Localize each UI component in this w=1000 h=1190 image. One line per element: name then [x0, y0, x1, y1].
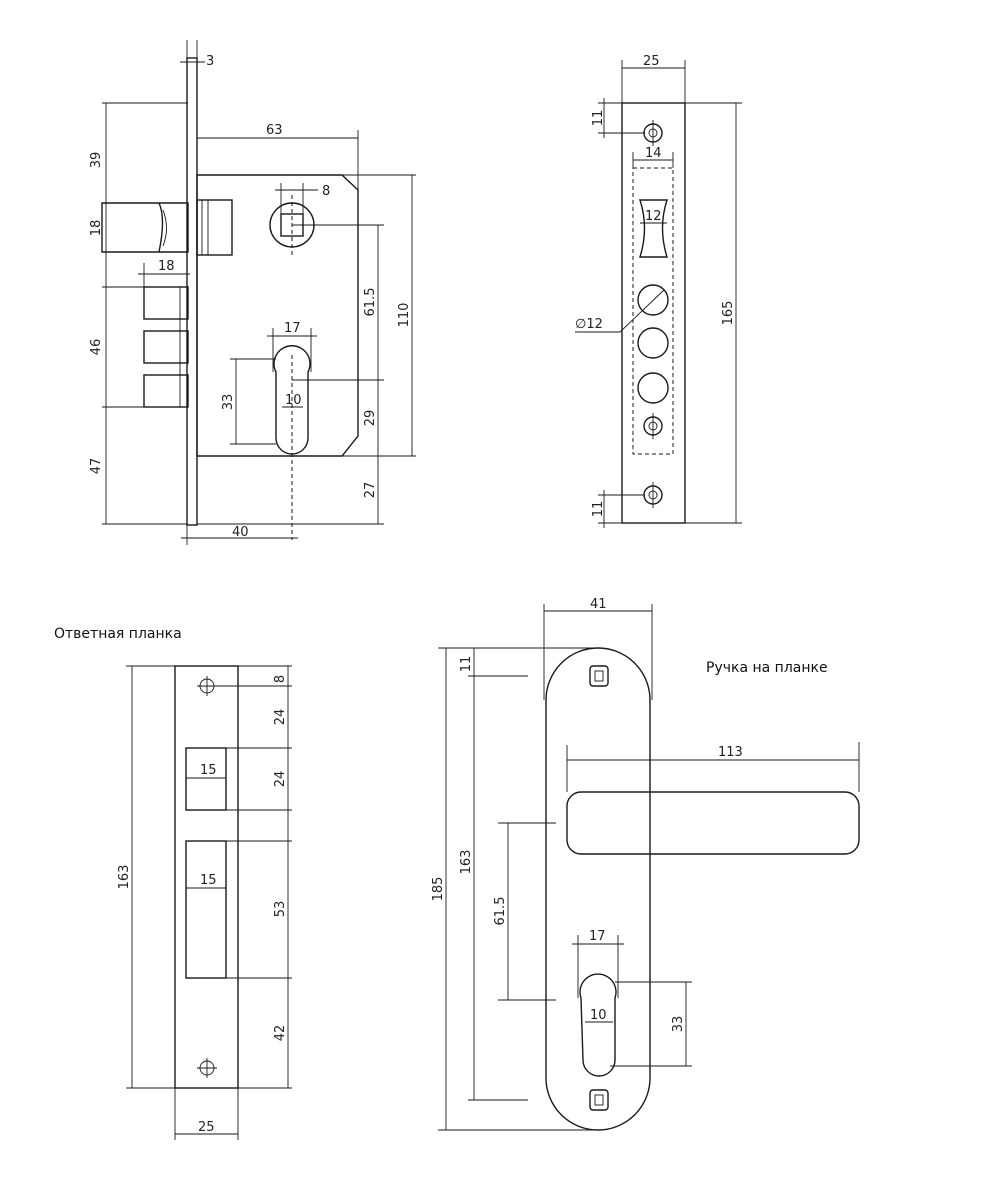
strike-dimensions: 8 24 24 53 42 15 15 163 25 [117, 665, 292, 1140]
lock-body-view [101, 57, 359, 540]
faceplate-outline [621, 102, 686, 524]
handle-lever [566, 791, 860, 855]
latch-housing-inner [201, 199, 209, 256]
dim-11-top: 11 [591, 110, 606, 127]
strike-outline [174, 665, 239, 1089]
dim-47: 47 [89, 458, 104, 475]
bolt-hole-2 [637, 327, 669, 359]
dim-41: 41 [590, 597, 607, 612]
dim-15-bottom: 15 [200, 873, 217, 888]
dim-165: 165 [721, 301, 736, 326]
latch-bolt-body [159, 202, 189, 253]
dim-8: 8 [322, 184, 330, 199]
dim-15-top: 15 [200, 763, 217, 778]
faceplate-view [621, 102, 686, 524]
dim-11-bottom: 11 [591, 501, 606, 518]
dim-24-bottom: 24 [273, 771, 288, 788]
dim-53: 53 [273, 901, 288, 918]
dim-39: 39 [89, 152, 104, 169]
dim-24-top: 24 [273, 709, 288, 726]
dim-27: 27 [363, 482, 378, 499]
dim-17: 17 [284, 321, 301, 336]
dim-17: 17 [589, 929, 606, 944]
dim-42: 42 [273, 1025, 288, 1042]
handle-title: Ручка на планке [706, 660, 828, 676]
dim-25: 25 [198, 1120, 215, 1135]
handle-screw-bottom [589, 1089, 609, 1111]
dim-12: 12 [645, 209, 662, 224]
handle-cylinder-hole [579, 973, 617, 1077]
dim-3: 3 [206, 54, 214, 69]
dim-diameter-12: ∅12 [575, 317, 603, 332]
dim-29: 29 [363, 410, 378, 427]
faceplate-cutout [632, 167, 674, 455]
dim-33: 33 [671, 1016, 686, 1033]
latch-bolt [101, 202, 164, 253]
dim-163: 163 [459, 850, 474, 875]
dim-14: 14 [645, 146, 662, 161]
lock-case [196, 174, 359, 457]
dim-11: 11 [459, 656, 474, 673]
latch-opening [639, 199, 668, 258]
lock-dimensions: 3 63 8 39 18 46 47 18 61.5 110 [89, 40, 416, 545]
dim-185: 185 [431, 877, 446, 902]
dim-163: 163 [117, 865, 132, 890]
dim-63: 63 [266, 123, 283, 138]
handle-screw-top [589, 665, 609, 687]
deadbolt-2 [143, 330, 189, 364]
dim-8: 8 [273, 675, 288, 683]
cylinder-hole [273, 345, 311, 455]
dim-61-5: 61.5 [493, 897, 508, 926]
bolt-hole-3 [637, 372, 669, 404]
strike-plate-view [174, 665, 239, 1089]
dim-46: 46 [89, 339, 104, 356]
handle-dimensions: 41 113 185 11 163 61.5 17 10 [431, 597, 860, 1131]
bolt-hole-1 [637, 284, 669, 316]
latch-curve [162, 209, 167, 247]
deadbolt-1 [143, 286, 189, 320]
dim-61-5: 61.5 [363, 288, 378, 317]
handle-plate [545, 647, 651, 1131]
strike-latch-slot [185, 747, 227, 811]
deadbolt-3 [143, 374, 189, 408]
dim-110: 110 [397, 303, 412, 328]
strike-plate-title: Ответная планка [54, 626, 182, 642]
dim-25: 25 [643, 54, 660, 69]
handle-view [545, 647, 860, 1131]
dim-10: 10 [590, 1008, 607, 1023]
dim-40: 40 [232, 525, 249, 540]
dim-33: 33 [221, 394, 236, 411]
strike-bolt-slot [185, 840, 227, 979]
dim-113: 113 [718, 745, 743, 760]
dim-18-vertical: 18 [89, 220, 104, 237]
latch-housing [196, 199, 233, 256]
faceplate-dimensions: 25 11 14 12 ∅12 165 11 [575, 54, 742, 528]
dim-10: 10 [285, 393, 302, 408]
dim-18-horizontal: 18 [158, 259, 175, 274]
